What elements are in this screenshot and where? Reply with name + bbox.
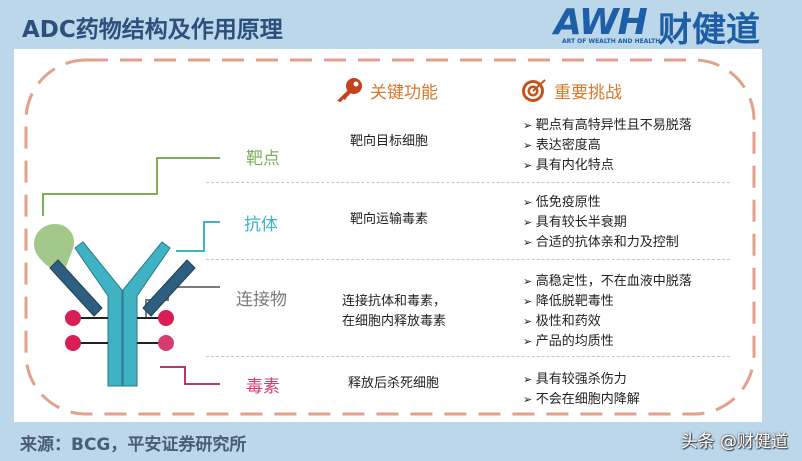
challenge-item: 降低脱靶毒性 <box>523 292 692 312</box>
challenge-item: 表达密度高 <box>523 136 692 156</box>
antibody-connector-line <box>176 221 220 252</box>
challenge-item: 高稳定性，不在血液中脱落 <box>523 272 692 292</box>
challenge-item: 靶点有高特异性且不易脱落 <box>523 116 692 136</box>
challenge-item: 具有内化特点 <box>523 156 692 176</box>
challenges-target: 靶点有高特异性且不易脱落 表达密度高 具有内化特点 <box>523 116 692 176</box>
function-text: 在细胞内释放毒素 <box>342 314 447 329</box>
adc-antibody-diagram <box>34 157 220 387</box>
challenge-item: 产品的均质性 <box>523 332 692 352</box>
challenges-linker: 高稳定性，不在血液中脱落 降低脱靶毒性 极性和药效 产品的均质性 <box>523 272 692 352</box>
header-key-function: 关键功能 <box>334 77 438 103</box>
function-target: 靶向目标细胞 <box>350 132 428 152</box>
row-divider <box>206 356 730 357</box>
function-text: 靶向目标细胞 <box>350 134 429 149</box>
challenge-item: 具有较强杀伤力 <box>523 370 640 390</box>
logo-cn: 财健道 <box>658 10 760 50</box>
target-connector-line <box>42 157 220 216</box>
challenge-item: 具有较长半衰期 <box>523 213 679 233</box>
function-text: 连接抗体和毒素， <box>342 294 447 309</box>
component-label-linker: 连接物 <box>236 290 287 310</box>
challenges-antibody: 低免疫原性 具有较长半衰期 合适的抗体亲和力及控制 <box>523 193 679 253</box>
toxin-dot-icon <box>65 335 81 351</box>
header-challenge-label: 重要挑战 <box>554 82 622 103</box>
toxin-dot-icon <box>158 310 174 326</box>
source-note: 来源：BCG，平安证券研究所 <box>20 435 247 455</box>
toxin-dot-icon <box>65 310 81 326</box>
component-label-toxin: 毒素 <box>246 377 280 397</box>
logo-tagline: ART OF WEALTH AND HEALTH <box>562 38 661 45</box>
brand-logo: AWH 财健道 ART OF WEALTH AND HEALTH <box>546 2 786 50</box>
challenge-item: 低免疫原性 <box>523 193 679 213</box>
target-drop-icon <box>34 224 74 278</box>
row-divider <box>206 182 730 183</box>
challenge-item: 极性和药效 <box>523 312 692 332</box>
function-antibody: 靶向运输毒素 <box>350 210 428 230</box>
header-function-label: 关键功能 <box>370 82 438 103</box>
dashed-frame <box>24 58 756 416</box>
key-icon <box>337 78 362 102</box>
challenge-item: 不会在细胞内降解 <box>523 390 640 410</box>
challenges-toxin: 具有较强杀伤力 不会在细胞内降解 <box>523 370 640 410</box>
function-linker: 连接抗体和毒素， 在细胞内释放毒素 <box>342 292 446 332</box>
toxin-dot-icon <box>158 335 174 351</box>
function-text: 靶向运输毒素 <box>350 212 429 227</box>
logo-awh: AWH <box>554 2 648 43</box>
header-important-challenges: 重要挑战 <box>520 77 622 103</box>
function-toxin: 释放后杀死细胞 <box>348 374 439 394</box>
target-icon <box>522 79 546 102</box>
toxin-connector-line <box>160 366 220 385</box>
challenge-item: 合适的抗体亲和力及控制 <box>523 233 679 253</box>
page-title: ADC药物结构及作用原理 <box>22 17 283 43</box>
component-label-antibody: 抗体 <box>244 215 278 235</box>
row-divider <box>206 259 730 260</box>
watermark: 头条 @财健道 <box>680 432 788 452</box>
component-label-target: 靶点 <box>246 149 280 169</box>
function-text: 释放后杀死细胞 <box>348 376 440 391</box>
